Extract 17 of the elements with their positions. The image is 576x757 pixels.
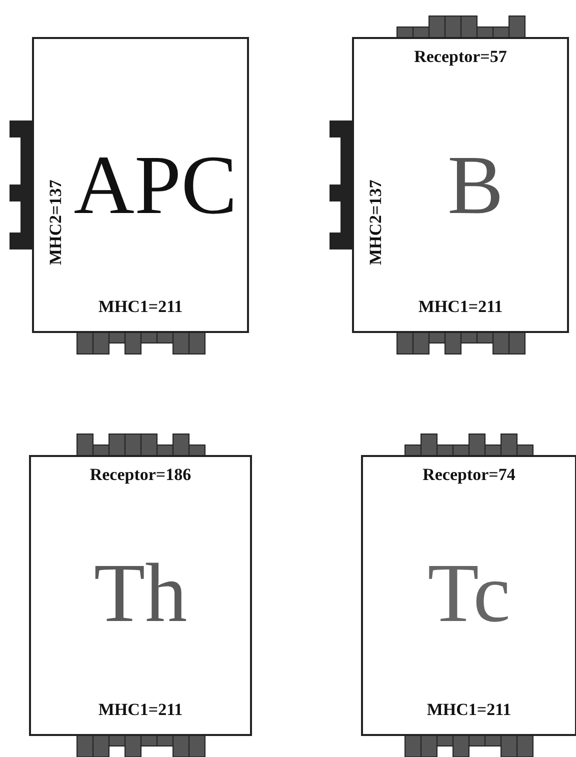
cell-type-label: Tc (426, 552, 512, 636)
cell-box (29, 455, 252, 736)
mhc2-label: MHC2=137 (46, 180, 66, 265)
mhc1-label: MHC1=211 (426, 700, 512, 720)
cell-type-label: APC (72, 144, 238, 228)
cell-box (32, 37, 249, 333)
mhc1-label: MHC1=211 (97, 297, 184, 317)
mhc1-label: MHC1=211 (97, 700, 184, 720)
cell-box (361, 455, 576, 736)
mhc1-label: MHC1=211 (417, 297, 504, 317)
cell-type-label: Th (92, 552, 188, 636)
cell-box (352, 37, 569, 333)
mhc2-label: MHC2=137 (366, 180, 386, 265)
receptor-label: Receptor=74 (422, 465, 516, 485)
receptor-label: Receptor=57 (413, 47, 508, 67)
cell-type-label: B (446, 144, 505, 228)
receptor-label: Receptor=186 (88, 465, 192, 485)
